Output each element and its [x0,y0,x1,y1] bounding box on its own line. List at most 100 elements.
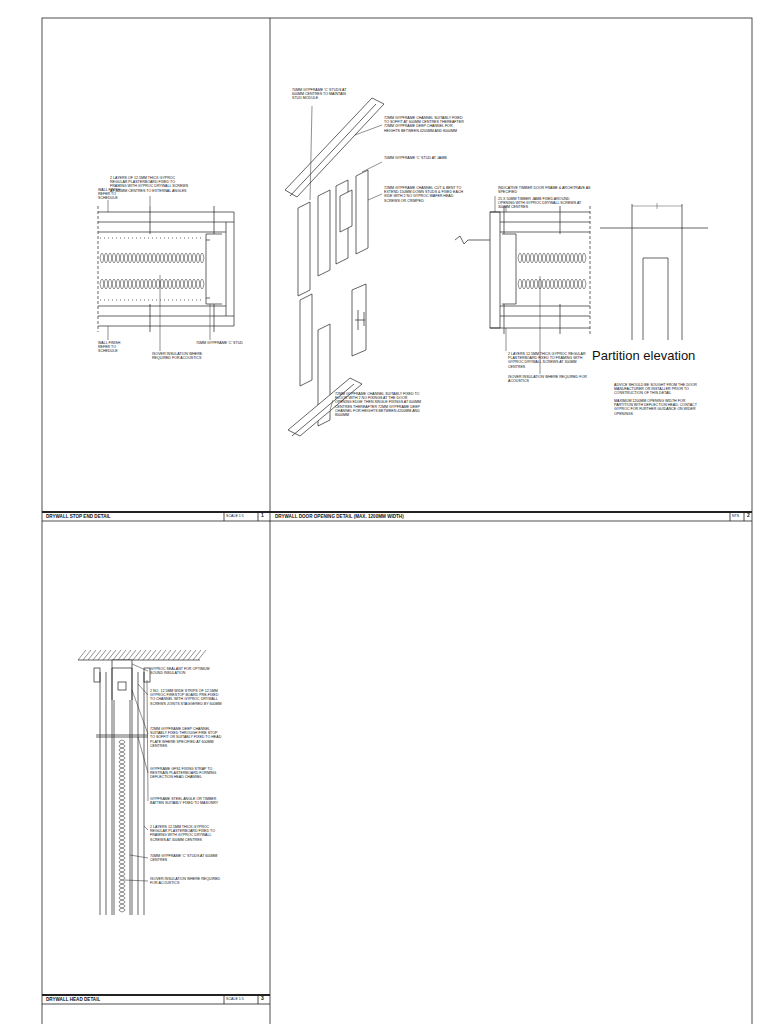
callout-note: 2 NO. 12.5MM WIDE STRIPS OF 12.5MM GYPRO… [150,689,222,706]
callout-note: 72MM GYPFRAME CHANNEL SUITABLY FIXED TO … [384,116,468,133]
head-detail-section [153,650,161,660]
door-jamb-section [500,316,590,317]
head-detail-section [138,684,148,695]
head-detail-section [83,650,91,660]
sheet-frame [744,512,745,521]
door-jamb-section [504,304,505,334]
sheet-frame [224,512,225,521]
sheet-frame [258,512,259,521]
isometric-framing [356,170,368,254]
detail-title: DRYWALL STOP END DETAIL [46,514,216,519]
isometric-framing [318,190,330,276]
sheet-frame [730,512,731,521]
door-jamb-section [518,253,586,289]
door-jamb-section [518,253,586,263]
stop-end-section [98,206,99,332]
head-detail-section [143,650,151,660]
stop-end-section [150,304,151,332]
isometric-framing [285,98,384,197]
callout-note: 2 LAYERS 12.5MM THICK GYPROC REGULAR PLA… [508,352,590,369]
door-jamb-section [590,206,591,334]
sheet-frame [258,995,259,1004]
callout-note: INDICATIVE TIMBER DOOR FRAME & ARCHITRAV… [498,186,594,194]
head-detail-section [114,700,130,915]
head-detail-section [108,650,116,660]
door-jamb-section [518,279,586,289]
stop-end-section [108,326,109,340]
head-detail-section [133,650,141,660]
callout-note: 70MM GYPFRAME 'C' STUD AT JAMB [384,156,456,160]
isometric-framing [355,125,382,135]
isometric-framing [298,202,310,296]
stop-end-section [234,212,235,326]
stop-end-section [210,304,211,340]
stop-end-section [108,200,109,212]
head-detail-section [132,668,133,915]
head-detail-section [124,664,148,881]
partition-elevation [657,203,658,209]
callout-note: ISOVER INSULATION WHERE REQUIRED FOR ACO… [150,877,222,885]
stop-end-section [214,304,215,332]
callout-note: 2 LAYERS 12.5MM THICK GYPROC REGULAR PLA… [150,825,222,842]
detail-number: 2 [747,513,753,519]
general-note: MAXIMUM 1200MM OPENING WIDTH FOR PARTITI… [614,399,698,416]
stop-end-section [206,234,222,304]
head-detail-section [168,650,176,660]
head-detail-section [173,650,181,660]
head-detail-section [163,650,171,660]
sheet-frame [224,995,225,1004]
head-detail-section [112,668,113,915]
door-jamb-section [490,212,500,328]
isometric-framing [330,400,333,410]
isometric-framing [368,194,382,200]
head-detail-section [119,740,125,912]
isometric-framing [352,284,366,356]
head-detail-section [198,650,206,660]
door-jamb-section [504,206,505,234]
head-detail-section [144,668,150,682]
callout-note: 70MM GYPFRAME 'C' STUD [196,341,246,345]
head-detail-section [78,660,200,661]
callout-note: ISOVER INSULATION WHERE REQUIRED FOR ACO… [152,352,214,360]
head-detail-section [113,650,121,660]
head-detail-section [147,680,148,801]
sheet-frame [42,521,752,522]
head-detail-section [103,650,111,660]
door-jamb-section [500,232,590,233]
head-detail-section [93,650,101,660]
head-detail-section [96,737,148,738]
callout-note: GYPROC SEALANT FOR OPTIMUM SOUND INSULAT… [150,667,222,675]
isometric-framing [355,320,365,321]
stop-end-section [150,196,151,206]
head-detail-section [100,672,101,915]
stop-end-section [206,240,210,298]
detail-number: 1 [261,513,269,519]
sheet-frame [42,994,270,996]
sheet-frame [42,511,752,513]
head-detail-section [78,650,86,660]
head-detail-section [98,650,106,660]
callout-note: WALL FINISH REFER TO SCHEDULE [98,341,130,354]
callout-note: GYPFRAME GFS1 FIXING STRAP TO RESTRAIN P… [150,767,222,780]
stop-end-section [100,279,204,289]
stop-end-section [100,238,204,300]
head-detail-section [88,650,96,660]
head-detail-section [188,650,196,660]
partition-elevation [632,204,633,340]
sheet-frame [42,1004,270,1005]
head-detail-section [124,880,148,881]
callout-note: 70MM GYPFRAME 'C' STUDS AT 600MM CENTRES… [292,88,352,101]
head-detail-section [138,672,139,915]
head-detail-section [183,650,191,660]
door-jamb-section [455,196,590,374]
isometric-framing [364,312,365,326]
callout-note: GYPFRAME STEEL ANGLE OR TIMBER BATTEN SU… [150,797,222,805]
stop-end-section [214,206,215,234]
callout-note: ISOVER INSULATION WHERE REQUIRED FOR ACO… [508,375,590,383]
door-jamb-section [490,212,590,213]
head-detail-section [128,650,136,660]
partition-elevation [600,228,708,229]
stop-end-section [100,253,204,263]
head-detail-section [148,650,156,660]
